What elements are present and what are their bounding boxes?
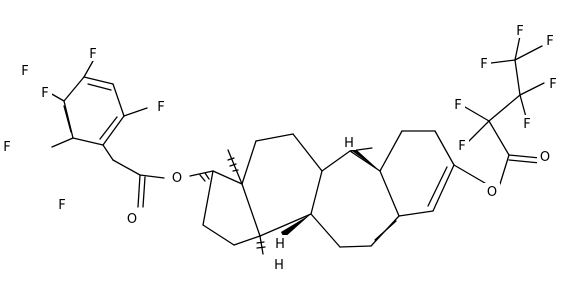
pentafluorophenyl-ring — [63, 76, 125, 146]
fluorine-label: F — [21, 64, 28, 79]
perfluorobutanoate-bonds — [453, 35, 545, 187]
fluorine-label: F — [458, 139, 465, 154]
fluorine-label: F — [3, 140, 10, 155]
perfluoroalkyl-fluorine-labels: F F F F F F F — [451, 22, 560, 154]
fluorine-label: F — [157, 100, 164, 115]
fluorine-label: F — [516, 24, 523, 39]
aryl-fluorine-labels: F F F F F F — [0, 45, 169, 213]
stereo-bonds — [199, 143, 380, 255]
carbonyl-oxygen-label: O — [540, 150, 550, 165]
hydrogen-label: H — [344, 136, 354, 151]
fluorine-label: F — [41, 86, 48, 101]
hydrogen-labels: H H H — [272, 134, 356, 273]
oxygen-labels: O O O O — [124, 148, 553, 227]
benzoate-ester-bonds — [112, 159, 214, 208]
ester-oxygen-label: O — [487, 185, 497, 200]
hydrogen-label: H — [275, 237, 285, 252]
fluorine-label: F — [549, 77, 556, 92]
fluorine-label: F — [58, 198, 65, 213]
hydrogen-label: H — [274, 258, 284, 273]
steroid-skeleton — [202, 130, 455, 248]
fluorine-label: F — [454, 98, 461, 113]
fluorine-label: F — [89, 47, 96, 62]
ester-oxygen-label: O — [172, 171, 182, 186]
fluorine-label: F — [523, 117, 530, 132]
carbonyl-oxygen-label: O — [127, 212, 137, 227]
aryl-fluorine-bonds — [49, 60, 148, 161]
fluorine-label: F — [546, 34, 553, 49]
fluorine-label: F — [480, 57, 487, 72]
